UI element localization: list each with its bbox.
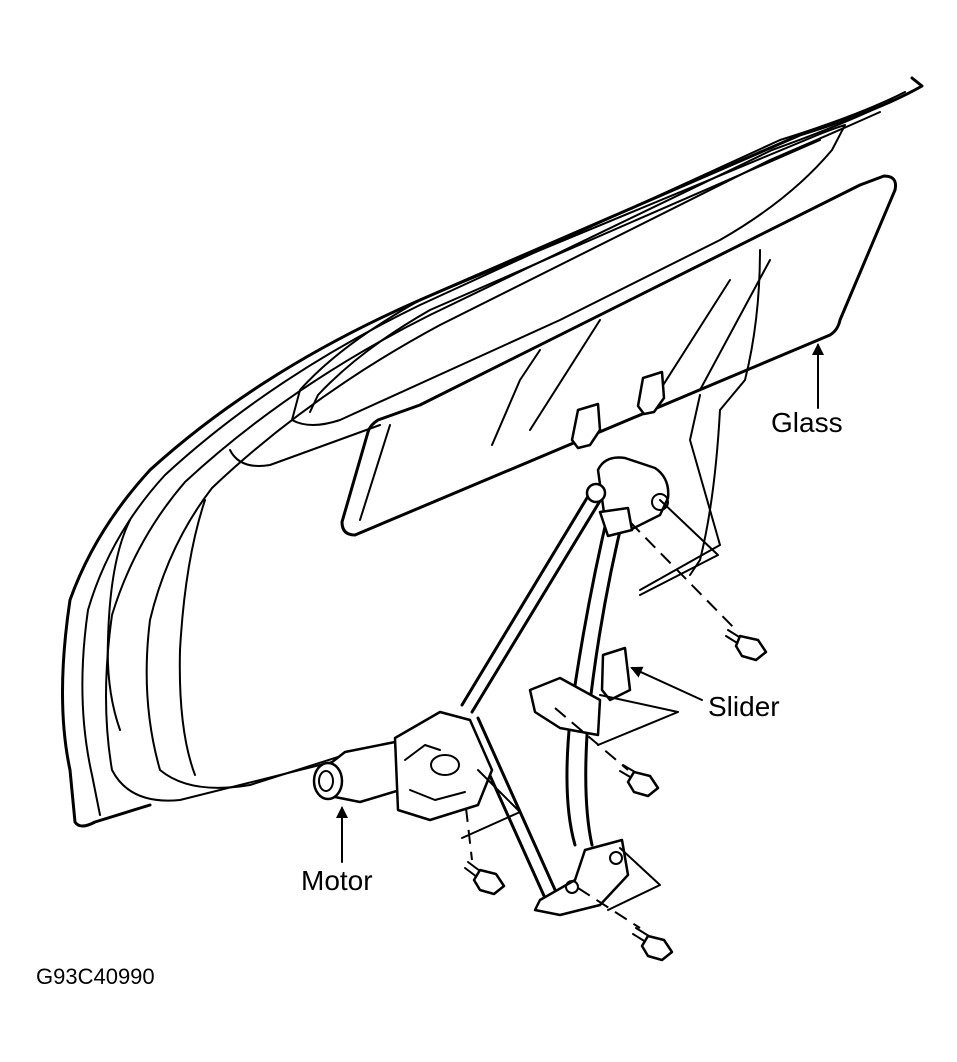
bolt-middle: [619, 764, 660, 798]
slider-callout-arrow: [630, 666, 703, 701]
bolt-upper: [725, 629, 768, 662]
bolt-lower: [632, 927, 674, 962]
callout-arrows: [336, 343, 824, 863]
door-frame: [61, 76, 924, 828]
alignment-lines: [461, 499, 739, 929]
motor-label: Motor: [301, 865, 373, 896]
regulator-motor: [312, 710, 494, 822]
slider-label: Slider: [708, 691, 780, 722]
regulator-mechanism: [460, 456, 670, 917]
bolt-motor: [464, 861, 506, 896]
figure-code: G93C40990: [36, 964, 155, 989]
window-glass: [340, 174, 897, 537]
glass-label: Glass: [771, 407, 843, 438]
